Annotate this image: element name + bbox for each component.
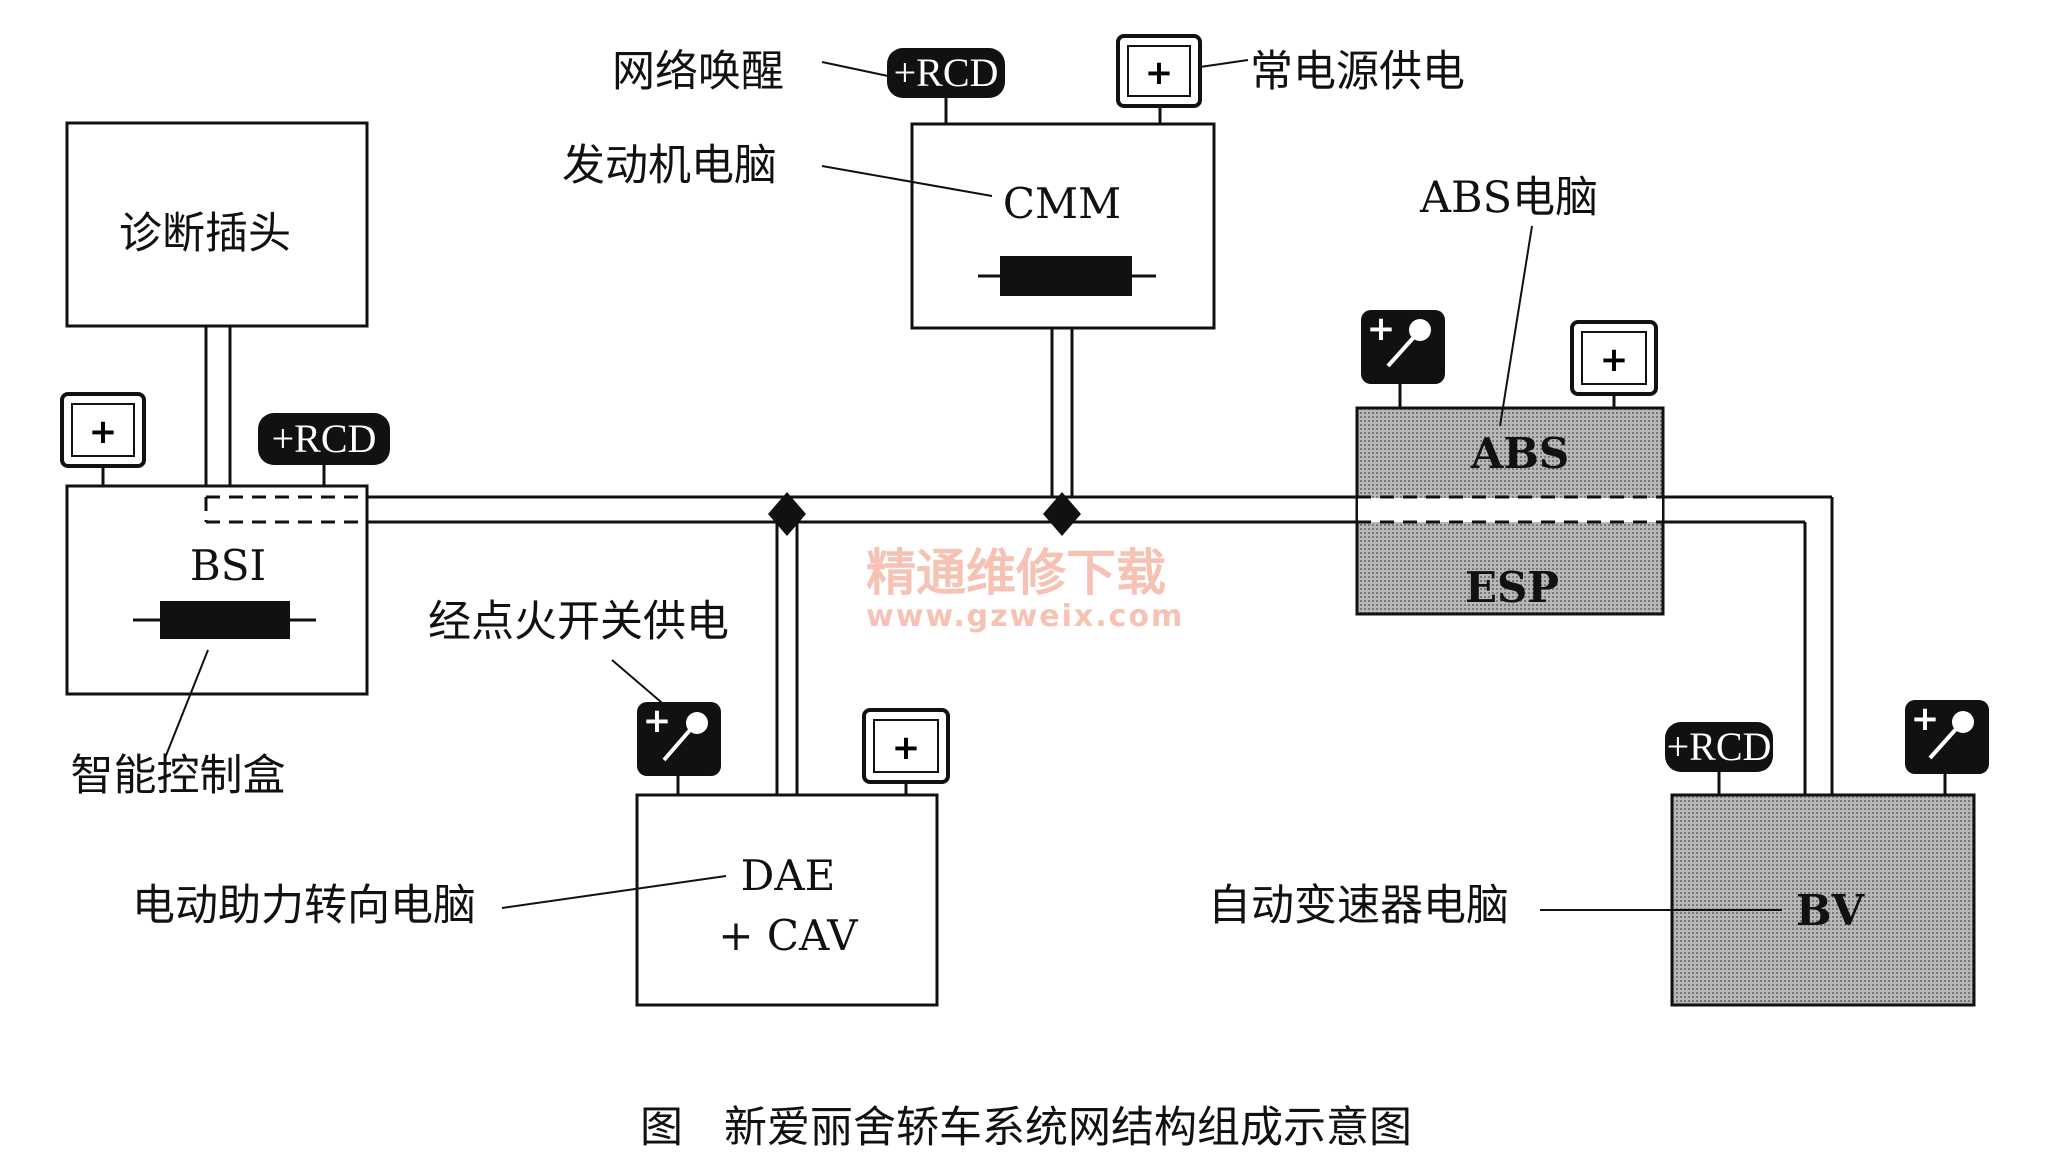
bv-box xyxy=(1670,793,1976,1007)
dae-battery-icon: + xyxy=(862,708,950,795)
cav-title: + CAV xyxy=(718,911,858,960)
ignition-power-label: 经点火开关供电 xyxy=(428,597,729,647)
bsi-leader-line xyxy=(164,649,209,759)
ignition-power-leader xyxy=(611,659,669,709)
constant-power-leader xyxy=(1199,59,1249,68)
gearbox-ecu-label: 自动变速器电脑 xyxy=(1208,881,1509,931)
bsi-box xyxy=(65,484,369,696)
abs-title: ABS xyxy=(1470,429,1569,478)
cmm-title: CMM xyxy=(1003,179,1121,228)
svg-text:+RCD: +RCD xyxy=(272,416,377,461)
eps-ecu-label: 电动助力转向电脑 xyxy=(132,881,476,931)
cmm-fuse-icon xyxy=(978,256,1156,296)
cmm-battery-icon: + xyxy=(1116,34,1202,124)
diagnostic-connector-box xyxy=(65,121,369,328)
network-wakeup-leader xyxy=(821,61,889,77)
bsi-internal-bus xyxy=(204,495,368,524)
bv-ignition-key-icon: + xyxy=(1905,699,1989,795)
engine-ecu-label: 发动机电脑 xyxy=(562,141,777,191)
diagnostic-connector-label: 诊断插头 xyxy=(119,209,291,259)
svg-text:+: + xyxy=(892,728,921,768)
bus-node-dae xyxy=(768,492,806,536)
bsi-fuse-icon xyxy=(133,601,316,639)
figure-caption: 图 新爱丽舍轿车系统网结构组成示意图 xyxy=(640,1103,1412,1153)
dae-title: DAE xyxy=(741,851,836,900)
dae-ignition-key-icon: + xyxy=(637,701,721,795)
abs-ignition-key-icon: + xyxy=(1361,309,1445,408)
svg-text:+: + xyxy=(1600,340,1629,380)
bsi-rcd-badge: +RCD xyxy=(258,413,390,486)
bsi-name-label: 智能控制盒 xyxy=(71,751,286,801)
cmm-rcd-badge: +RCD xyxy=(887,48,1005,124)
svg-text:+: + xyxy=(1367,309,1396,349)
engine-ecu-leader xyxy=(821,165,993,197)
svg-text:+: + xyxy=(89,412,118,452)
bv-rcd-badge: +RCD xyxy=(1665,722,1773,795)
watermark-title: 精通维修下载 xyxy=(866,544,1166,602)
svg-text:+: + xyxy=(1145,53,1174,93)
eps-ecu-leader xyxy=(501,875,727,909)
constant-power-label: 常电源供电 xyxy=(1250,47,1465,97)
abs-ecu-label: ABS电脑 xyxy=(1419,173,1598,223)
bsi-title: BSI xyxy=(190,541,266,590)
bv-title: BV xyxy=(1796,886,1865,935)
watermark-url: www.gzweix.com xyxy=(866,599,1184,634)
svg-text:+: + xyxy=(1911,699,1940,739)
svg-text:+RCD: +RCD xyxy=(1667,724,1772,769)
bsi-battery-icon: + xyxy=(60,392,146,486)
dae-cav-box xyxy=(635,793,939,1007)
svg-text:+RCD: +RCD xyxy=(894,50,999,95)
abs-esp-internal-bus xyxy=(1357,495,1663,524)
esp-title: ESP xyxy=(1465,563,1559,612)
abs-ecu-leader xyxy=(1499,225,1533,427)
bus-node-cmm xyxy=(1043,492,1081,536)
network-wakeup-label: 网络唤醒 xyxy=(612,47,784,97)
abs-battery-icon: + xyxy=(1570,320,1658,408)
